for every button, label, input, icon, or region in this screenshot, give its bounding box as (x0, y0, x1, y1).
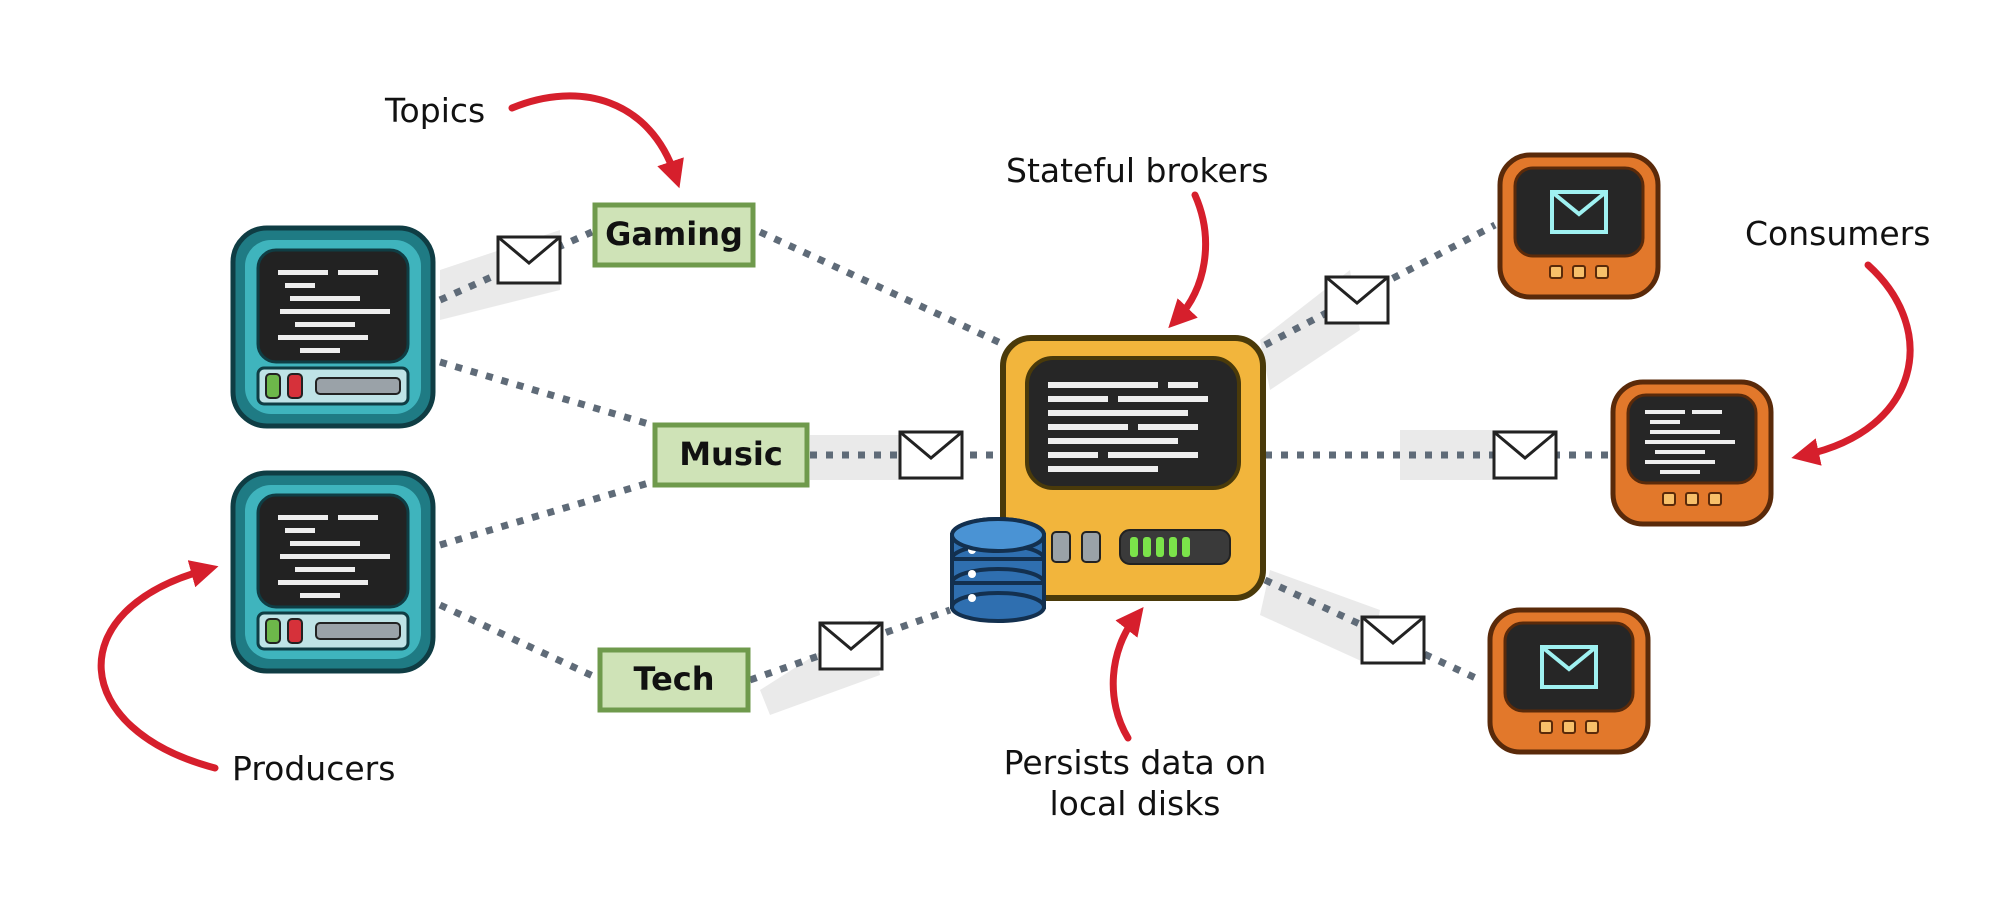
red-button-icon (287, 373, 303, 399)
terminal-text-lines (1645, 410, 1735, 474)
consumers-arrow (1791, 261, 1914, 466)
topic-tech: Tech (597, 647, 751, 713)
terminal-text-lines (278, 515, 390, 598)
producers-arrow (97, 560, 219, 772)
label-topics: Topics (384, 91, 485, 130)
envelope-icon (1324, 275, 1390, 325)
broker-screen-text-lines (1048, 382, 1208, 472)
drive-slot-icon (315, 377, 401, 395)
terminal-text-lines (278, 270, 390, 353)
envelope-icon (898, 430, 964, 480)
connector-tech-database (748, 606, 952, 684)
broker-button-icon (1051, 531, 1071, 563)
annotation-arrows (97, 92, 1914, 772)
broker-server (1000, 335, 1266, 601)
terminal-screen (256, 248, 410, 364)
persists-arrow (1109, 606, 1144, 742)
topic-tech-label: Tech (633, 660, 714, 698)
green-button-icon (265, 618, 281, 644)
envelope-icon (1360, 615, 1426, 665)
topics-arrow (508, 92, 684, 189)
producer-1 (230, 225, 436, 429)
connector-producer1-music (439, 358, 653, 429)
consumer-3 (1487, 607, 1651, 755)
connector-producer2-music (439, 478, 653, 549)
label-persists-line2: local disks (1050, 784, 1221, 823)
brokers-arrow (1168, 191, 1209, 329)
producer-2 (230, 470, 436, 674)
envelope-icon (818, 621, 884, 671)
consumer-2 (1610, 379, 1774, 527)
mail-screen-icon (1540, 645, 1598, 689)
database-icon (950, 517, 1046, 623)
topic-gaming: Gaming (592, 202, 756, 268)
red-button-icon (287, 618, 303, 644)
label-stateful-brokers: Stateful brokers (1006, 151, 1269, 190)
envelope-icon (496, 235, 562, 285)
connector-gaming-broker (758, 228, 1007, 349)
connector-producer2-tech (438, 601, 597, 681)
label-consumers: Consumers (1745, 214, 1930, 253)
topic-gaming-label: Gaming (605, 215, 743, 253)
label-producers: Producers (232, 749, 395, 788)
broker-button-icon (1081, 531, 1101, 563)
label-persists-line1: Persists data on (1004, 743, 1267, 782)
topic-music: Music (652, 422, 810, 488)
drive-slot-icon (315, 622, 401, 640)
topic-music-label: Music (679, 435, 783, 473)
mail-screen-icon (1550, 190, 1608, 234)
terminal-screen (256, 493, 410, 609)
envelope-icon (1492, 430, 1558, 480)
green-button-icon (265, 373, 281, 399)
consumer-1 (1497, 152, 1661, 300)
